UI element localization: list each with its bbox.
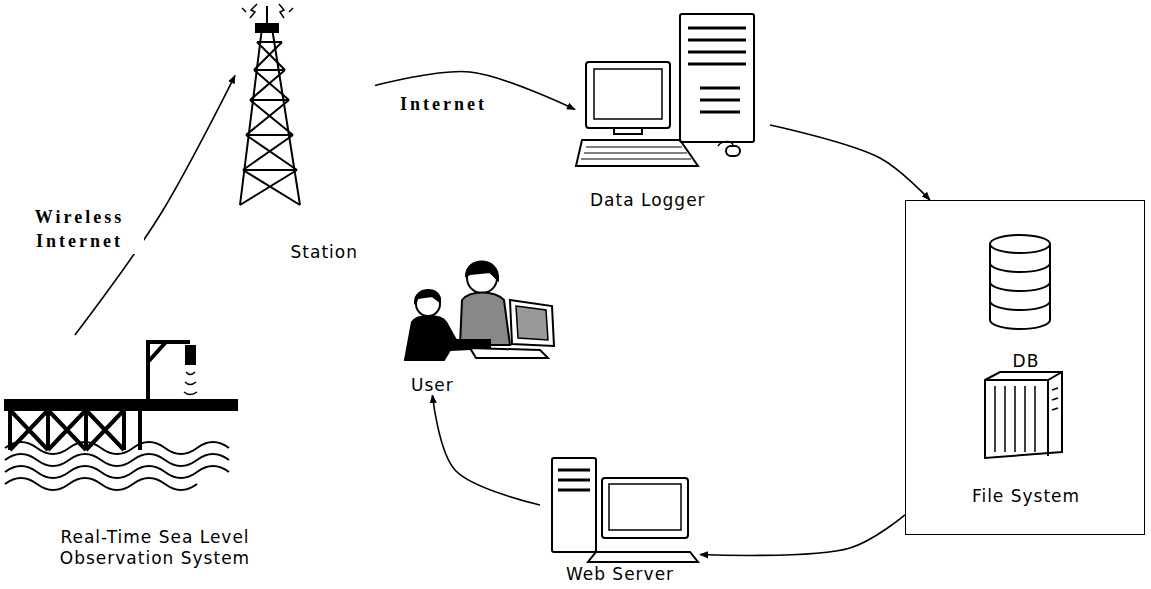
data-logger-icon-part (680, 14, 754, 142)
tower-icon-part (240, 42, 300, 205)
file-system-icon (985, 372, 1062, 458)
file-system-icon-part (1052, 388, 1058, 410)
pier-icon-part (5, 400, 237, 410)
file-system-icon-part (985, 372, 1062, 458)
data-logger-icon-part (581, 147, 691, 159)
database-node: DB (976, 221, 1076, 371)
file-system-node: File System (926, 366, 1126, 506)
database-icon-part (990, 235, 1050, 253)
user-icon-part (470, 348, 548, 358)
tower-icon-part (266, 6, 268, 24)
user-node: User (395, 250, 565, 395)
flow-arrow (700, 515, 905, 556)
database-icon-part (990, 244, 1050, 320)
web-server-icon-part (552, 458, 596, 552)
text-group: Station (235, 242, 375, 262)
pier-icon-part (186, 346, 195, 364)
storage-box: DB File System (905, 200, 1145, 535)
tower-icon-part (256, 24, 278, 32)
tower-icon (240, 4, 300, 205)
file-system-icon-part (995, 386, 1035, 452)
tower-icon-part (240, 28, 300, 205)
text-group: User (395, 375, 565, 395)
observation-system-node: Real-Time Sea Level Observation System (5, 335, 305, 568)
data-logger-icon-part (726, 146, 740, 156)
web-server-node: Web Server (540, 450, 700, 584)
user-icon-part (460, 293, 510, 346)
pier-icon-part (148, 342, 190, 400)
web-server-icon (552, 458, 698, 562)
text-group: Real-Time Sea Level Observation System (5, 527, 305, 568)
user-icon-part (510, 300, 554, 346)
user-icon-part (516, 306, 548, 340)
pier-icon-part (10, 410, 124, 450)
user-icon-part (415, 290, 440, 302)
data-logger-icon-part (614, 128, 642, 134)
tower-icon-part (242, 8, 293, 12)
node-label: Data Logger (588, 190, 708, 210)
data-logger-node: Data Logger (575, 5, 770, 210)
pier-icon-part (5, 454, 229, 466)
text-group: File System (926, 486, 1126, 506)
data-logger-icon-part (718, 142, 733, 147)
pier-icon (5, 342, 237, 490)
node-label: Station (289, 242, 360, 262)
node-label: User (409, 375, 456, 395)
data-logger-icon-part (576, 140, 698, 166)
node-label: DB (1011, 351, 1042, 371)
web-server-icon-part (588, 552, 698, 562)
text-group: Data Logger (575, 190, 770, 210)
pier-icon-part (5, 466, 229, 478)
station-node: Station (235, 10, 375, 262)
data-logger-icon (576, 14, 754, 166)
flow-arrow (432, 395, 540, 505)
data-logger-icon-part (586, 62, 670, 128)
pier-icon-part (184, 372, 197, 395)
connection-label: Wireless Internet (15, 205, 144, 254)
flow-arrow (770, 125, 930, 200)
pier-icon-part (5, 442, 229, 454)
user-icon-part (466, 261, 498, 280)
data-logger-icon-part (688, 28, 746, 112)
connection-label: Internet (398, 92, 489, 116)
database-icon-part (990, 263, 1050, 329)
node-label: Real-Time Sea Level Observation System (28, 527, 282, 568)
data-logger-icon-part (594, 69, 662, 119)
node-label: File System (970, 486, 1082, 506)
node-label: Web Server (564, 564, 676, 584)
text-group: DB (976, 351, 1076, 371)
pier-icon-part (5, 478, 197, 490)
user-icon (405, 261, 554, 360)
web-server-icon-part (609, 484, 681, 530)
tower-icon-part (250, 4, 257, 18)
web-server-icon-part (558, 470, 590, 490)
tower-icon-part (279, 4, 284, 18)
database-icon (990, 235, 1050, 329)
text-group: Web Server (540, 564, 700, 584)
file-system-icon-part (985, 372, 1062, 456)
web-server-icon-part (602, 478, 688, 538)
